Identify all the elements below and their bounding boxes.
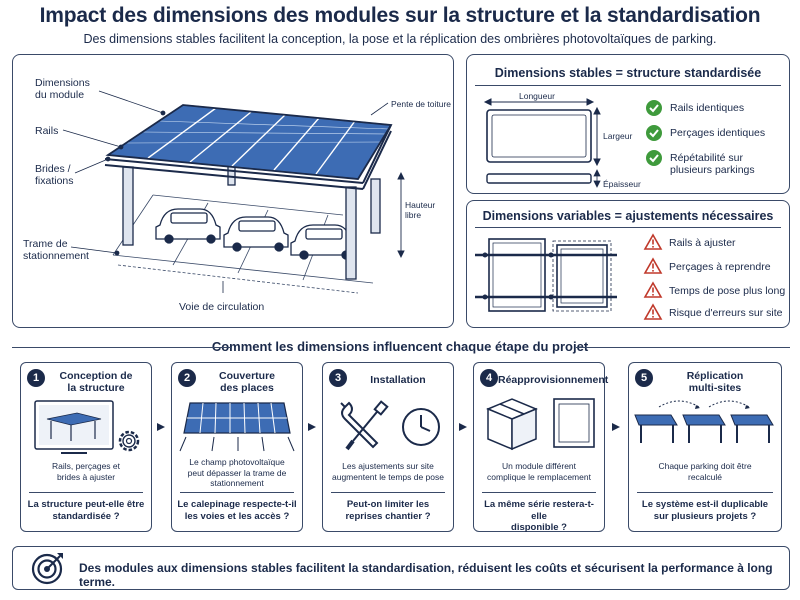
wrench-screwdriver-icon — [340, 400, 389, 451]
arrow-right-icon — [157, 423, 165, 431]
stable-panel-title: Dimensions stables = structure standardi… — [494, 66, 762, 80]
step-card: 4 Réapprovisionnement Un module différen… — [473, 362, 609, 533]
gear-icon — [118, 430, 140, 452]
monitor-gear-icon — [34, 400, 140, 454]
step-title: Conception de la structure — [59, 370, 133, 394]
arrow-right-icon — [308, 423, 316, 431]
label-width: Largeur — [603, 131, 633, 141]
label-module-dims: Dimensions du module — [35, 77, 90, 101]
car-icon — [290, 224, 356, 260]
label-length: Longueur — [519, 91, 555, 101]
label-parking-grid: Trame de stationnement — [23, 238, 89, 262]
warning-icon — [643, 233, 663, 250]
step-number: 1 — [27, 369, 45, 387]
footer-banner: Des modules aux dimensions stables facil… — [12, 546, 790, 590]
page-subtitle: Des dimensions stables facilitent la con… — [83, 32, 717, 46]
variable-dimensions-panel: Dimensions variables = ajustements néces… — [466, 200, 790, 328]
mini-carport-icon — [634, 414, 678, 443]
variable-feature: Risque d'erreurs sur site — [669, 307, 783, 319]
step-title: Réapprovisionnement — [498, 374, 609, 386]
step-number: 5 — [635, 369, 653, 387]
misaligned-modules-diagram — [475, 233, 663, 320]
warning-icon — [643, 303, 663, 320]
warning-icon — [643, 281, 663, 298]
car-icon — [223, 216, 289, 252]
warning-icon — [643, 257, 663, 274]
target-icon — [31, 553, 63, 585]
step-description: Rails, perçages et brides à ajuster — [51, 461, 121, 482]
module-dimensions-diagram — [483, 98, 662, 188]
mini-carport-icon — [682, 414, 726, 443]
step-title: Réplication multi-sites — [686, 370, 744, 394]
stable-feature: Rails identiques — [670, 102, 745, 114]
label-circulation: Voie de circulation — [179, 301, 265, 313]
module-icon — [553, 398, 595, 448]
carport-illustration — [62, 90, 405, 294]
stable-feature: Répétabilité sur plusieurs parkings — [670, 152, 755, 176]
arrow-right-icon — [459, 423, 467, 431]
step-card: 1 Conception de la structure Rails, perç… — [20, 362, 152, 532]
step-question: Le calepinage respecte-t-il les voies et… — [177, 499, 297, 522]
box-module-icon — [486, 398, 595, 451]
stable-feature: Perçages identiques — [670, 127, 766, 139]
step-description: Les ajustements sur site augmentent le t… — [332, 461, 444, 482]
step-question: Le système est-il duplicable sur plusieu… — [641, 499, 769, 522]
step-number: 2 — [178, 369, 196, 387]
label-roof-slope: Pente de toiture — [391, 99, 452, 109]
box-icon — [486, 398, 538, 451]
check-icon — [646, 150, 662, 166]
variable-feature: Perçages à reprendre — [669, 261, 771, 273]
label-clamps: Brides / fixations — [35, 163, 74, 187]
carport-panel: Dimensions du module Rails Brides / fixa… — [12, 54, 454, 328]
stable-dimensions-panel: Dimensions stables = structure standardi… — [466, 54, 790, 194]
multi-site-icon — [634, 400, 774, 443]
step-card: 5 Réplication multi-sites Chaque parking… — [628, 362, 782, 532]
tools-clock-icon — [340, 400, 440, 451]
step-question: Peut-on limiter les reprises chantier ? — [345, 499, 431, 522]
page-title: Impact des dimensions des modules sur la… — [39, 4, 761, 27]
variable-feature: Temps de pose plus long — [669, 285, 786, 297]
section-title: Comment les dimensions influencent chaqu… — [211, 339, 589, 354]
check-icon — [646, 125, 662, 141]
arrow-right-icon — [612, 423, 620, 431]
mini-carport-icon — [730, 414, 774, 443]
step-card: 3 Installation Les ajustements sur site … — [322, 362, 454, 532]
step-card: 2 Couverture des places Le champ photovo… — [171, 362, 303, 532]
check-icon — [646, 100, 662, 116]
step-number: 4 — [480, 369, 498, 387]
label-clear-height: Hauteur libre — [405, 200, 436, 220]
step-question: La structure peut-elle être standardisée… — [27, 499, 145, 522]
step-description: Chaque parking doit être recalculé — [658, 461, 752, 482]
step-number: 3 — [329, 369, 347, 387]
car-icon — [155, 208, 221, 244]
step-description: Un module différent complique le remplac… — [487, 461, 591, 482]
clock-icon — [402, 408, 440, 446]
step-title: Installation — [370, 374, 426, 386]
step-title: Couverture des places — [218, 370, 275, 394]
step-question: La même série restera-t-elle disponible … — [484, 499, 594, 533]
step-description: Le champ photovoltaïque peut dépasser la… — [187, 457, 287, 488]
label-thickness: Épaisseur — [603, 179, 641, 189]
variable-panel-title: Dimensions variables = ajustements néces… — [482, 209, 774, 223]
variable-feature: Rails à ajuster — [669, 237, 736, 249]
pv-field-icon — [179, 402, 295, 452]
footer-text: Des modules aux dimensions stables facil… — [79, 561, 773, 589]
label-rails: Rails — [35, 125, 59, 137]
